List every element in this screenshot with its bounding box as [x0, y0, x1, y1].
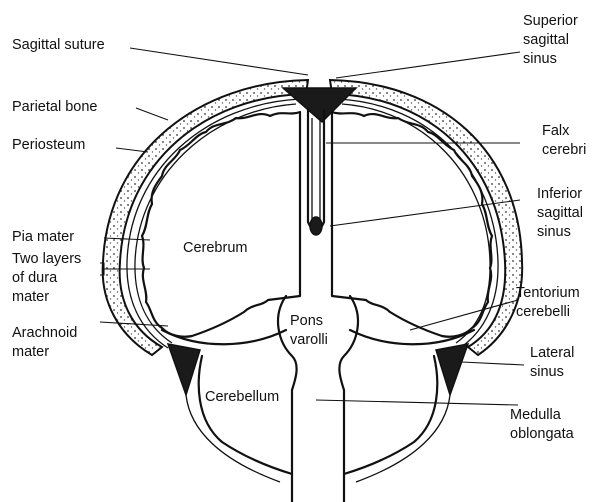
label-cerebrum: Cerebrum — [183, 239, 247, 258]
cerebellum-outer-left — [186, 395, 280, 482]
lateral-sinus-left — [168, 344, 200, 395]
falx-cerebri — [308, 110, 324, 231]
label-tentorium-cerebelli: Tentorium cerebelli — [516, 284, 580, 322]
label-superior-sagittal-sinus: Superior sagittal sinus — [523, 12, 578, 69]
label-parietal-bone: Parietal bone — [12, 98, 97, 117]
falx-cerebri-inner — [312, 118, 320, 220]
parietal-bone-right — [330, 80, 522, 355]
parietal-bone-left — [103, 80, 308, 355]
cerebellum-left — [199, 356, 292, 474]
label-dura-mater: Two layers of dura mater — [12, 250, 81, 307]
superior-sagittal-sinus — [283, 88, 356, 122]
cerebellum-right — [344, 356, 437, 474]
label-sagittal-suture: Sagittal suture — [12, 36, 105, 55]
label-pia-mater: Pia mater — [12, 228, 74, 247]
cerebellum-outer-right — [356, 395, 450, 482]
label-medulla-oblongata: Medulla oblongata — [510, 406, 574, 444]
label-arachnoid-mater: Arachnoid mater — [12, 324, 77, 362]
label-lateral-sinus: Lateral sinus — [530, 344, 574, 382]
label-cerebellum: Cerebellum — [205, 388, 279, 407]
label-pons-varolli: Pons varolli — [290, 312, 328, 350]
inferior-sagittal-sinus — [310, 217, 322, 235]
tentorium-right — [350, 330, 474, 344]
tentorium-left — [162, 330, 286, 344]
label-falx-cerebri: Falx cerebri — [542, 122, 586, 160]
label-periosteum: Periosteum — [12, 136, 85, 155]
periosteum-left-line — [127, 99, 300, 348]
label-inferior-sagittal-sinus: Inferior sagittal sinus — [537, 185, 583, 242]
lateral-sinus-right — [436, 344, 468, 395]
